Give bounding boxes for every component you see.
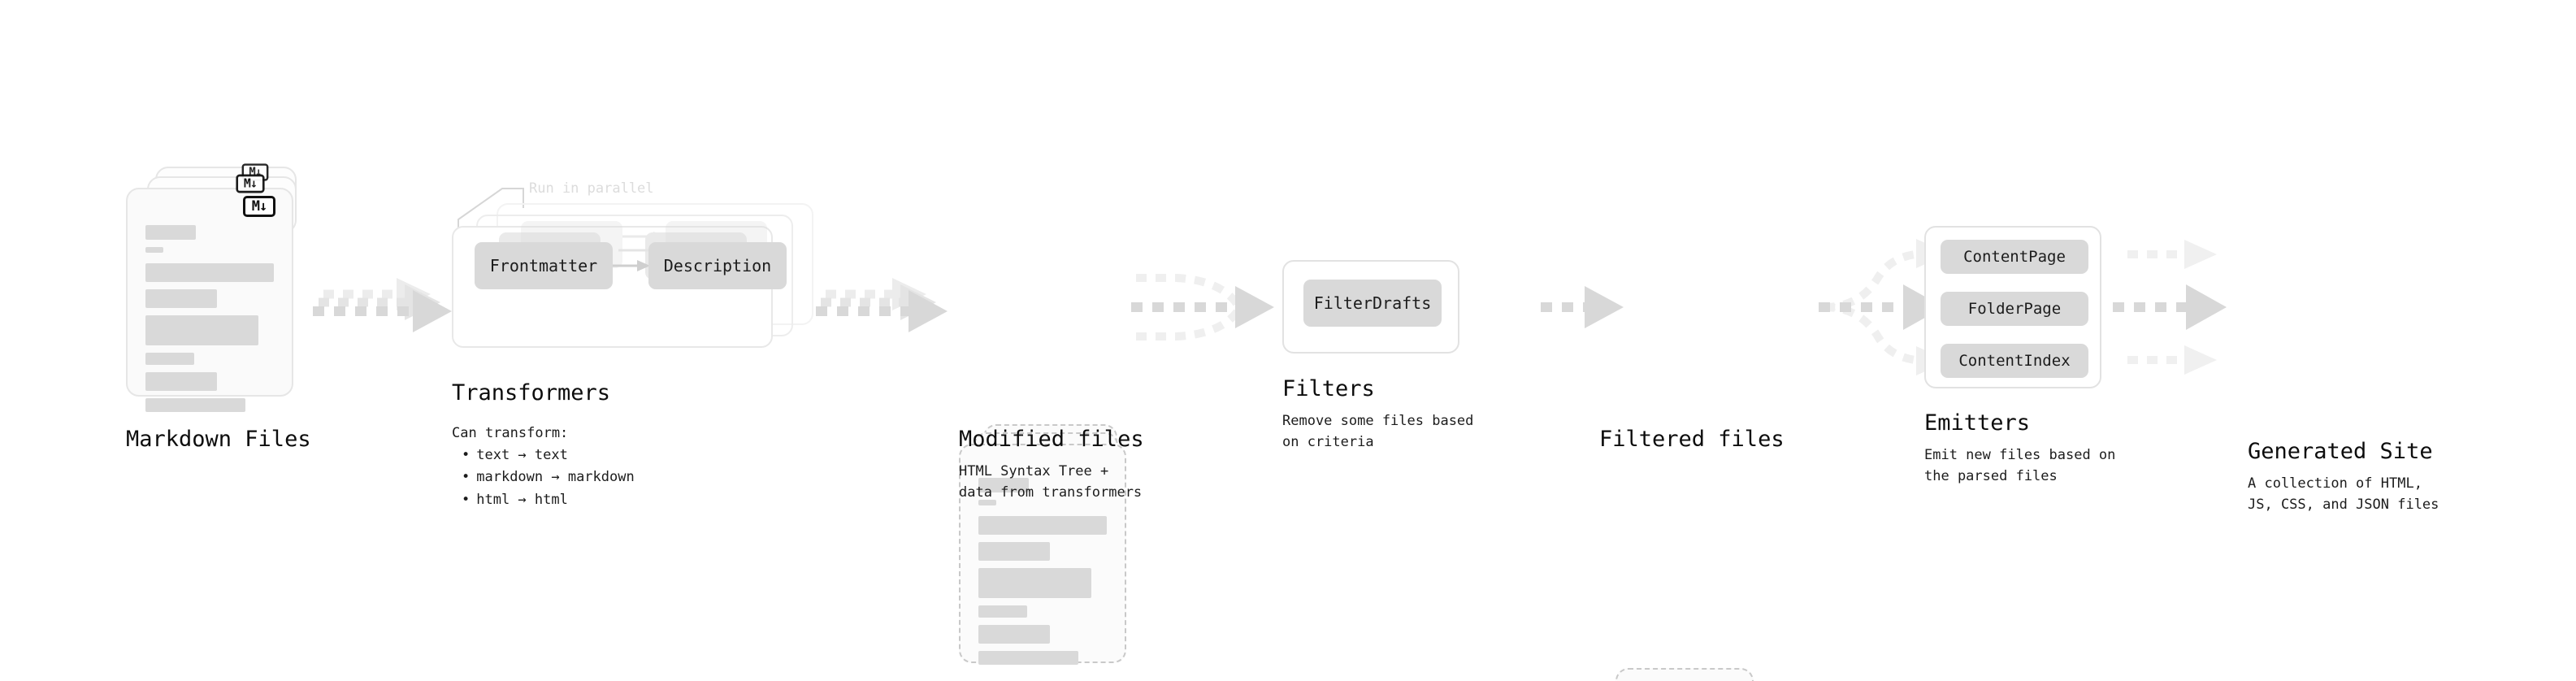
transformers-caption-item: markdown → markdown	[462, 466, 634, 488]
label-filtered-files: Filtered files	[1599, 427, 1785, 452]
filtered-sheet-back-1	[1615, 668, 1754, 681]
modified-sheet-front	[959, 444, 1126, 665]
content-bar	[145, 353, 195, 365]
content-bar	[145, 289, 218, 308]
markdown-icon-back-1: M↓	[236, 174, 265, 193]
label-filters: Filters	[1282, 376, 1375, 401]
transformer-chip-description[interactable]: Description	[648, 242, 787, 289]
arrow-filters-to-filtered	[1541, 286, 1624, 328]
arrow-modified-to-filters	[1131, 274, 1274, 340]
modified-content-bars	[978, 478, 1107, 672]
caption-modified-files: HTML Syntax Tree + data from transformer…	[959, 463, 1143, 501]
caption-filters: Remove some files based on criteria	[1282, 413, 1474, 451]
stage-filtered-files	[1599, 668, 1778, 681]
content-bar	[145, 225, 196, 240]
content-bar	[145, 372, 218, 391]
stage-markdown-files: M↓ M↓ M↓	[126, 163, 313, 419]
content-bar	[145, 263, 274, 282]
transformers-capability-list: Can transform: text → text markdown → ma…	[452, 423, 635, 511]
transformers-caption-item: html → html	[462, 489, 635, 511]
emitter-chip-contentpage[interactable]: ContentPage	[1941, 240, 2088, 274]
content-bar	[978, 605, 1028, 618]
markdown-content-bars	[145, 225, 274, 419]
content-bar	[145, 315, 259, 345]
label-modified-files: Modified files	[959, 427, 1144, 452]
content-bar	[978, 651, 1079, 665]
stage-transformers: Run in parallel Frontmatter Description	[452, 180, 834, 364]
emitter-chip-contentindex[interactable]: ContentIndex	[1941, 344, 2088, 378]
markdown-sheet-front	[126, 188, 293, 412]
stage-filters: FilterDrafts	[1282, 260, 1459, 354]
content-bar	[978, 516, 1107, 535]
arrow-transformers-to-modified	[816, 278, 948, 332]
arrow-markdown-to-transformers	[313, 278, 452, 332]
markdown-icon: M↓	[243, 196, 275, 217]
stage-emitters: ContentPage FolderPage ContentIndex	[1924, 226, 2101, 388]
content-bar	[978, 625, 1051, 644]
label-run-in-parallel: Run in parallel	[529, 180, 654, 197]
content-bar	[978, 500, 996, 505]
transformers-caption-item: text → text	[462, 445, 635, 466]
transformers-caption-header: Can transform:	[452, 425, 569, 441]
content-bar	[978, 478, 1029, 492]
content-bar	[978, 542, 1051, 561]
transformer-chip-frontmatter[interactable]: Frontmatter	[475, 242, 613, 289]
content-bar	[145, 398, 246, 412]
content-bar	[145, 247, 163, 253]
content-bar	[978, 568, 1092, 598]
caption-generated-site: A collection of HTML, JS, CSS, and JSON …	[2248, 475, 2439, 514]
label-generated-site: Generated Site	[2248, 439, 2433, 464]
caption-emitters: Emit new files based on the parsed files	[1924, 447, 2116, 485]
label-transformers: Transformers	[452, 380, 611, 406]
emitter-chip-folderpage[interactable]: FolderPage	[1941, 292, 2088, 326]
arrow-emitters-to-site	[2113, 240, 2227, 375]
label-markdown-files: Markdown Files	[126, 427, 311, 452]
label-emitters: Emitters	[1924, 410, 2031, 436]
filter-chip-filterdrafts[interactable]: FilterDrafts	[1303, 280, 1442, 327]
stage-modified-files	[959, 424, 1138, 668]
